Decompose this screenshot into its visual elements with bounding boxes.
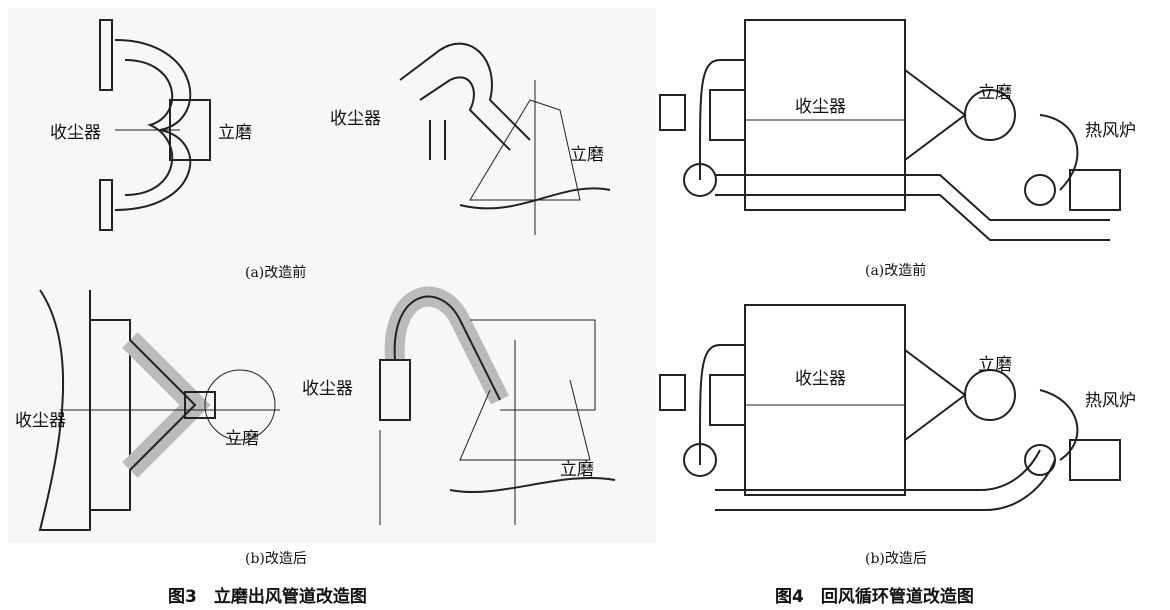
fig3a-collector-label: 收尘器 [50,123,101,143]
fig4a-furnace-label: 热风炉 [1085,121,1136,141]
fig3a-mill-label: 立磨 [218,123,252,143]
fig3a-collector-label-2: 收尘器 [330,109,381,129]
fig4a-caption: (a)改造前 [865,263,927,279]
fig3b-mill-label-2: 立磨 [560,460,594,480]
fig3a-mill-label-2: 立磨 [570,145,604,165]
figure3-panel [8,8,656,543]
fig4b-caption: (b)改造后 [865,551,927,567]
fig4b-drawing [659,304,1121,511]
fig3a-left-drawing [99,19,211,231]
fig4a-mill-label: 立磨 [978,83,1012,103]
fig3a-right-drawing [399,42,611,235]
fig3b-caption: (b)改造后 [245,551,307,567]
fig3b-mill-label: 立磨 [225,429,259,449]
figure3-title: 图3 立磨出风管道改造图 [168,587,367,607]
fig4a-collector-label: 收尘器 [795,97,846,117]
fig3b-right-drawing [379,286,616,525]
fig3b-collector-label: 收尘器 [15,411,66,431]
fig3a-caption: (a)改造前 [245,265,307,281]
figure4-title: 图4 回风循环管道改造图 [775,587,974,607]
fig4b-furnace-label: 热风炉 [1085,391,1136,411]
fig4b-mill-label: 立磨 [978,355,1012,375]
fig3b-collector-label-2: 收尘器 [302,379,353,399]
fig4a-drawing [659,19,1121,241]
fig4b-collector-label: 收尘器 [795,369,846,389]
fig3b-left-drawing [38,289,280,531]
